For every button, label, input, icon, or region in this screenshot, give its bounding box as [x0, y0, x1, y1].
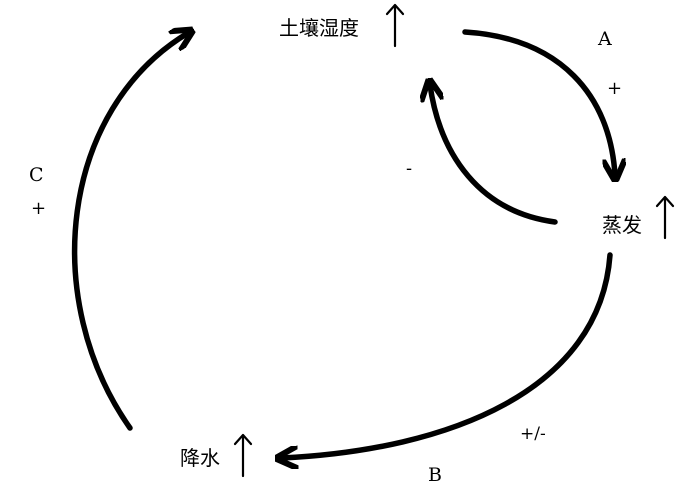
- label-feedback-sign: -: [406, 158, 413, 179]
- label-c-sign: +: [31, 198, 47, 219]
- label-c: C: [29, 164, 44, 186]
- up-arrow-icon: [385, 3, 405, 48]
- node-precipitation: 降水: [180, 446, 220, 470]
- arrow-b-evaporation-to-precipitation: [282, 252, 613, 458]
- up-arrow-icon: [233, 433, 253, 478]
- up-arrow-icon: [655, 195, 675, 240]
- arrow-a-soil-to-evaporation: [462, 29, 615, 175]
- label-a-sign: +: [607, 78, 623, 99]
- label-b-sign: +/-: [520, 424, 546, 444]
- arrow-feedback-evaporation-to-soil: [430, 85, 558, 225]
- label-b: B: [428, 464, 442, 486]
- arrow-c-precipitation-to-soil: [72, 33, 188, 431]
- node-evaporation: 蒸发: [602, 213, 642, 237]
- node-soil-moisture: 土壤湿度: [279, 16, 359, 40]
- label-a: A: [598, 28, 612, 50]
